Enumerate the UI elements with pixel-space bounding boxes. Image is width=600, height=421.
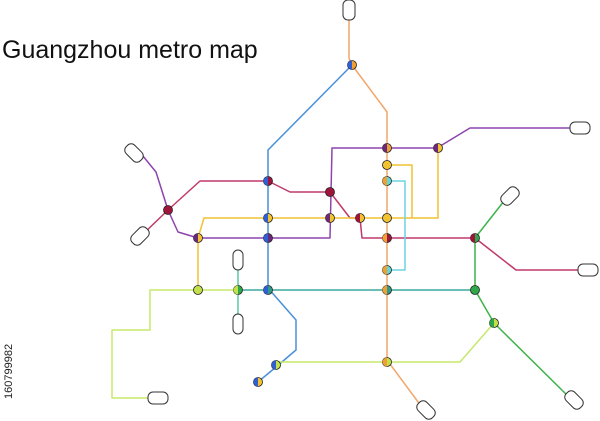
line-cyan [387, 180, 406, 271]
station-orange-yellow-south[interactable] [382, 213, 392, 223]
terminal-south [416, 400, 436, 420]
map-title: Guangzhou metro map [2, 36, 258, 64]
station-purple-yellow-west[interactable] [193, 233, 203, 243]
station-blue-yellow[interactable] [263, 213, 273, 223]
station-orange-cyan[interactable] [382, 176, 392, 186]
station-blue-teal[interactable] [263, 285, 273, 295]
line-yellow-branch [387, 164, 413, 218]
station-blue-lime[interactable] [271, 360, 281, 370]
station-lime-yellow[interactable] [193, 285, 203, 295]
station-orange-teal[interactable] [382, 285, 392, 295]
line-blue [257, 64, 353, 383]
terminal-west-lower [130, 226, 150, 246]
line-lime [111, 289, 238, 399]
station-west-junction[interactable] [163, 205, 173, 215]
terminal-northeast [500, 186, 520, 206]
station-crimson-yellow[interactable] [355, 213, 365, 223]
station-yellow-purple-east[interactable] [433, 143, 443, 153]
line-crimson [139, 180, 585, 271]
line-purple [137, 127, 578, 239]
station-orange-lime[interactable] [382, 357, 392, 367]
terminal-west-upper [124, 143, 144, 163]
line-green [474, 195, 573, 401]
line-orange [348, 18, 425, 411]
terminal-east-middle [577, 263, 599, 277]
station-green-lime[interactable] [489, 318, 499, 328]
terminal-east-upper [569, 121, 591, 135]
terminal-spur-bottom [232, 313, 244, 335]
terminal-spur-top [232, 249, 244, 271]
station-lime-teal[interactable] [233, 285, 243, 295]
terminal-southeast [564, 390, 584, 410]
station-north-junction[interactable] [347, 60, 357, 70]
station-crimson-central[interactable] [325, 187, 335, 197]
terminal-southwest [147, 391, 169, 405]
station-orange-yellow[interactable] [382, 160, 392, 170]
station-blue-crimson[interactable] [263, 176, 273, 186]
station-orange-purple[interactable] [382, 143, 392, 153]
station-orange-cyan-south[interactable] [382, 265, 392, 275]
station-teal-green[interactable] [470, 285, 480, 295]
station-orange-crimson[interactable] [382, 233, 392, 243]
station-crimson-green[interactable] [470, 233, 480, 243]
terminal-north [342, 0, 356, 21]
station-blue-south-end[interactable] [253, 377, 263, 387]
station-blue-purple[interactable] [263, 233, 273, 243]
station-yellow-purple-central[interactable] [325, 213, 335, 223]
line-lime-south [276, 322, 495, 363]
